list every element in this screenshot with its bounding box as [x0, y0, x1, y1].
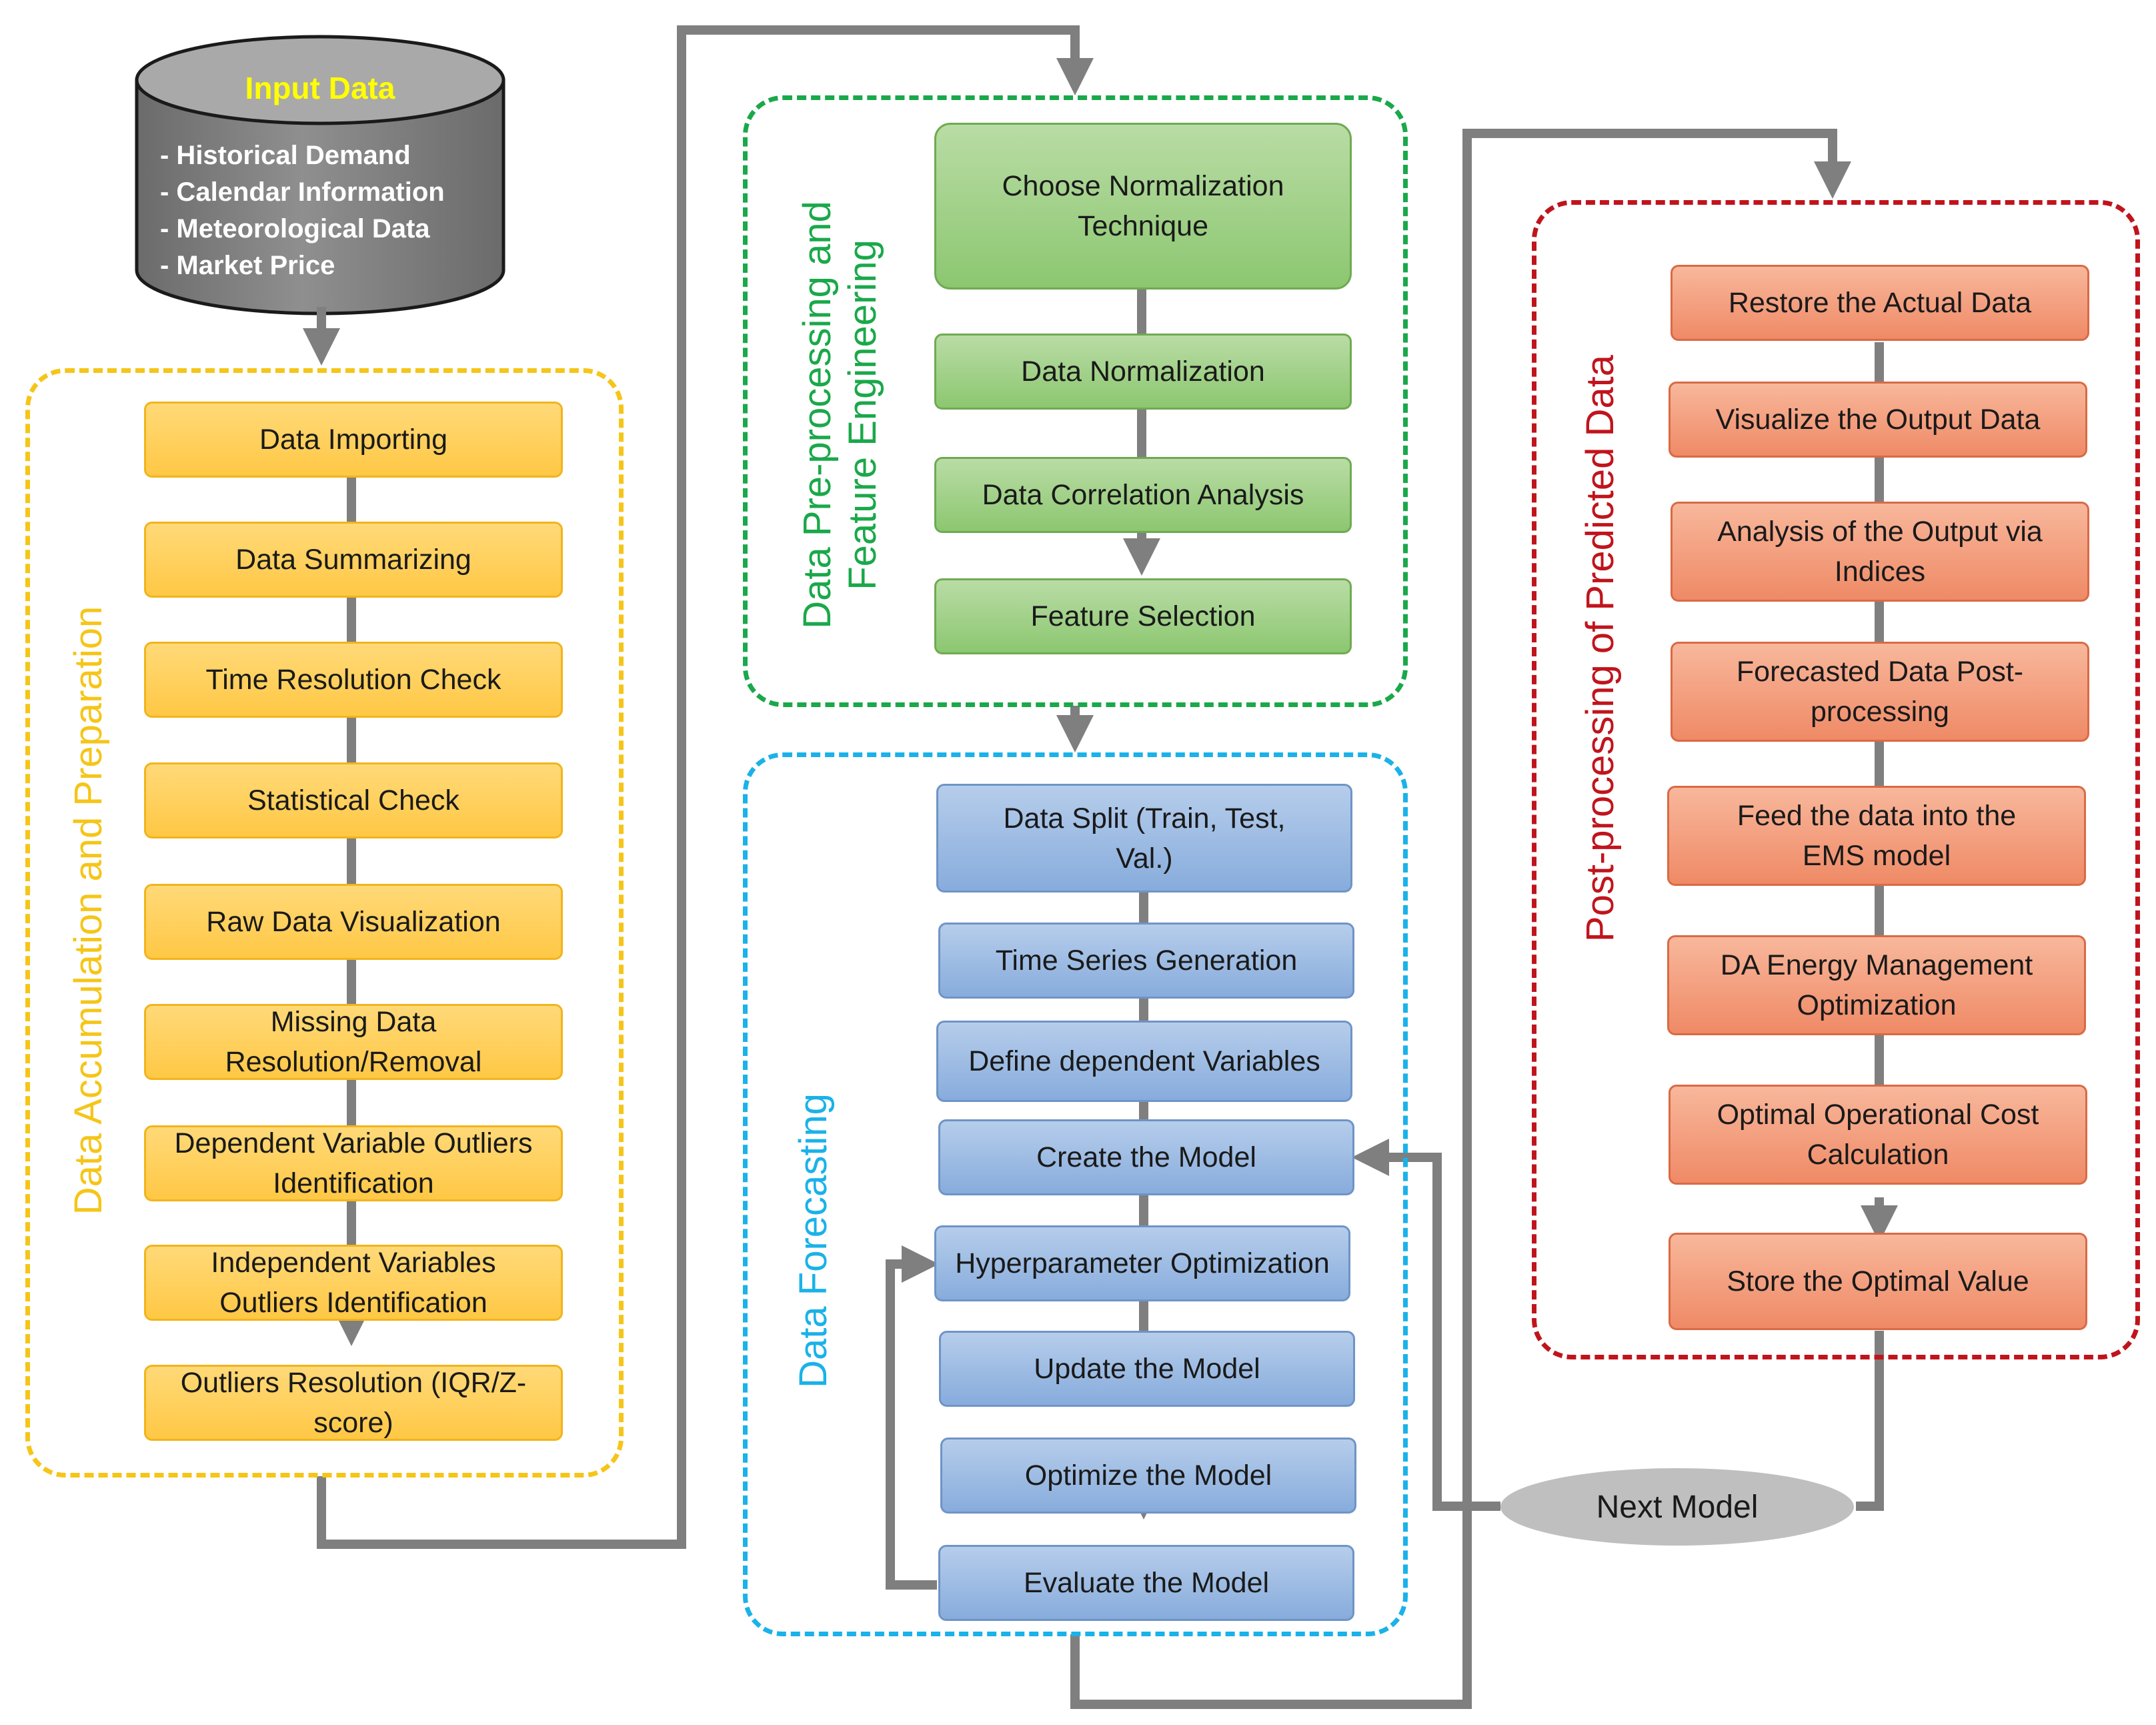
step-independent-variables-outliers: Independent Variables Outliers Identific…: [144, 1245, 563, 1321]
step-missing-data-resolution: Missing Data Resolution/Removal: [144, 1004, 563, 1080]
step-hyperparameter-optimization: Hyperparameter Optimization: [934, 1225, 1350, 1301]
preprocessing-label-line-1: Data Pre-processing and: [796, 201, 839, 629]
step-time-resolution-check: Time Resolution Check: [144, 642, 563, 718]
preprocessing-label-line-2: Feature Engineering: [841, 239, 884, 590]
step-optimal-operational-cost: Optimal Operational Cost Calculation: [1669, 1085, 2087, 1185]
input-data-item: - Historical Demand: [160, 141, 411, 170]
forecasting-group-label: Data Forecasting: [792, 1093, 835, 1388]
preprocessing-group-frame: [743, 95, 1408, 707]
step-restore-actual-data: Restore the Actual Data: [1671, 265, 2089, 341]
preprocessing-group-label: Data Pre-processing and Feature Engineer…: [795, 201, 886, 629]
step-store-optimal-value: Store the Optimal Value: [1669, 1233, 2087, 1330]
step-raw-data-visualization: Raw Data Visualization: [144, 884, 563, 960]
step-outliers-resolution: Outliers Resolution (IQR/Z-score): [144, 1365, 563, 1441]
connector-forecasting-to-postprocessing: [1070, 129, 1851, 1709]
step-choose-normalization: Choose Normalization Technique: [934, 123, 1352, 290]
accumulation-group-label: Data Accumulation and Preparation: [67, 606, 110, 1215]
connector-evaluate-loop: [886, 1245, 939, 1590]
input-data-list: - Historical Demand - Calendar Informati…: [160, 137, 445, 284]
connector-store-to-next-model: [1856, 1331, 1884, 1511]
forecasting-group-frame: [743, 752, 1408, 1636]
step-optimize-the-model: Optimize the Model: [940, 1438, 1356, 1514]
step-update-the-model: Update the Model: [939, 1331, 1355, 1407]
input-data-title: Input Data: [245, 71, 395, 105]
step-forecasted-post-processing: Forecasted Data Post-processing: [1671, 642, 2089, 742]
step-time-series-generation: Time Series Generation: [938, 923, 1354, 999]
step-data-split: Data Split (Train, Test, Val.): [936, 784, 1352, 893]
step-dependent-variable-outliers: Dependent Variable Outliers Identificati…: [144, 1125, 563, 1201]
step-create-the-model: Create the Model: [938, 1119, 1354, 1195]
next-model-oval-shape: [1500, 1468, 1854, 1546]
step-visualize-output-data: Visualize the Output Data: [1669, 382, 2087, 458]
step-evaluate-the-model: Evaluate the Model: [938, 1545, 1354, 1621]
step-data-importing: Data Importing: [144, 402, 563, 478]
step-data-correlation-analysis: Data Correlation Analysis: [934, 457, 1352, 533]
step-data-summarizing: Data Summarizing: [144, 522, 563, 598]
postprocessing-group-label: Post-processing of Predicted Data: [1578, 354, 1622, 943]
step-statistical-check: Statistical Check: [144, 762, 563, 838]
next-model-label: Next Model: [1596, 1489, 1759, 1525]
step-feed-ems-model: Feed the data into the EMS model: [1667, 786, 2086, 886]
input-data-item: - Meteorological Data: [160, 214, 430, 243]
postprocessing-group-frame: [1532, 200, 2140, 1359]
step-feature-selection: Feature Selection: [934, 578, 1352, 654]
connector-accumulation-to-preprocessing: [317, 25, 1094, 1549]
input-data-cylinder: [135, 35, 505, 316]
step-data-normalization: Data Normalization: [934, 334, 1352, 410]
step-define-dependent-variables: Define dependent Variables: [936, 1021, 1352, 1102]
step-da-energy-management: DA Energy Management Optimization: [1667, 935, 2086, 1035]
input-data-item: - Market Price: [160, 251, 335, 280]
input-data-item: - Calendar Information: [160, 177, 445, 207]
accumulation-group-frame: [25, 368, 624, 1478]
step-analysis-output-indices: Analysis of the Output via Indices: [1671, 502, 2089, 602]
